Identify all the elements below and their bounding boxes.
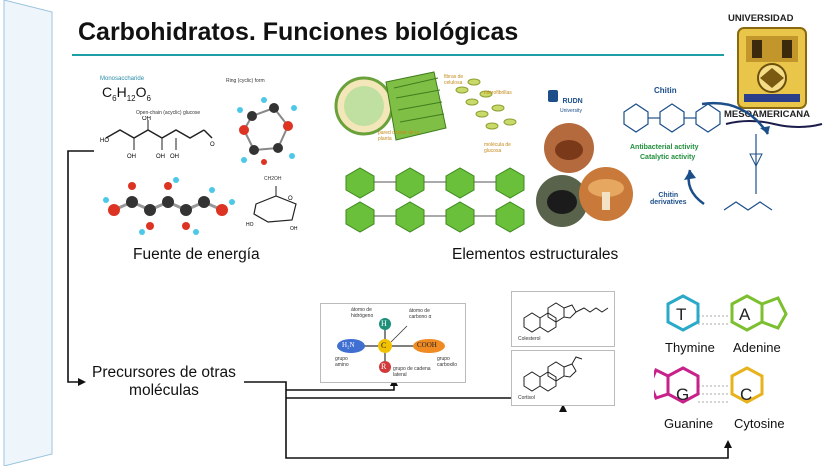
crab-photo — [544, 123, 594, 173]
svg-text:HO: HO — [100, 138, 109, 144]
thymine-letter: T — [676, 305, 687, 324]
cholesterol-structure — [523, 302, 609, 333]
thymine-label: Thymine — [665, 340, 715, 355]
svg-text:O: O — [288, 196, 293, 202]
microfibrils-label: microfibrillas — [484, 90, 512, 96]
guanine-label: Guanine — [664, 416, 714, 431]
formula-h-count: 12 — [126, 93, 136, 103]
svg-text:OH: OH — [156, 154, 165, 160]
title-underline — [72, 54, 724, 56]
formula-h: H — [116, 84, 127, 100]
mushroom-photo — [579, 167, 633, 221]
amino-group-label: grupo amino — [335, 356, 349, 368]
university-ribbon-icon — [725, 120, 823, 128]
rudn-logo: RUDN University — [548, 90, 583, 114]
cortisol-label: Cortisol — [518, 395, 535, 401]
ch2oh-label: CH2OH — [264, 176, 282, 182]
svg-text:OH: OH — [170, 154, 179, 160]
energy-source-label: Fuente de energía — [133, 246, 260, 263]
hydrogen-atom-label: átomo de hidrógeno — [351, 307, 374, 319]
svg-text:OH: OH — [290, 226, 298, 232]
rudn-shield-icon — [548, 90, 558, 102]
carboxyl-group: COOH — [417, 341, 437, 349]
formula-c-count: 6 — [112, 93, 117, 103]
university-logo: UNIVERSIDAD MESOAMERICANA — [724, 10, 828, 128]
side-panel-decoration — [3, 0, 53, 466]
cellulose-fibers-label: fibras de celulosa — [444, 74, 464, 86]
university-seal-icon — [737, 27, 807, 109]
precursors-label-line2: moléculas — [129, 382, 199, 399]
plant-cell-wall-illustration — [334, 71, 517, 141]
beetle-photo — [536, 175, 588, 227]
cortisol-image: Cortisol — [511, 350, 615, 406]
alpha-carbon: C — [381, 341, 387, 350]
nucleobase-shapes — [654, 294, 788, 404]
catalytic-activity-label: Catalytic activity — [640, 154, 696, 161]
chitin-cycle-arrows — [684, 101, 773, 211]
glucose-structures-image: Monosaccharide C6H12O6 Ring (cyclic) for… — [96, 70, 306, 240]
amino-group: H₂N — [342, 341, 355, 349]
chitin-derivatives-label: Chitin derivatives — [650, 192, 687, 206]
glucose-ball-and-stick-model — [103, 177, 235, 235]
cellulose-chain-diagram — [345, 167, 525, 233]
slide-title: Carbohidratos. Funciones biológicas — [78, 18, 519, 46]
rudn-subtitle: University — [560, 108, 582, 114]
glucose-molecule-label: molécula de glucosa — [484, 142, 511, 154]
side-chain-label: grupo de cadena lateral — [393, 366, 431, 378]
chitin-title: Chitin — [654, 86, 677, 95]
chitin-derivatives-line2: derivatives — [650, 199, 687, 206]
adenine-letter: A — [739, 305, 751, 324]
formula-c: C — [102, 84, 113, 100]
guanine-letter: G — [676, 385, 690, 404]
cytosine-label: Cytosine — [734, 416, 785, 431]
haworth-glucose-diagram: O HO OH — [246, 186, 298, 232]
cortisol-structure — [523, 356, 583, 392]
chitin-polymer-diagram — [623, 103, 721, 133]
open-chain-glucose-diagram: HO OH OH OH OH O — [100, 116, 215, 160]
svg-text:OH: OH — [127, 154, 136, 160]
university-name-bottom: MESOAMERICANA — [724, 109, 811, 120]
ring-form-label: Ring (cyclic) form — [226, 78, 265, 84]
precursors-label-line1: Precursores de otras — [92, 364, 236, 381]
svg-text:HO: HO — [246, 222, 254, 228]
svg-text:O: O — [210, 142, 215, 148]
glucose-formula: C6H12O6 — [102, 84, 151, 103]
ring-glucose-ball-model — [237, 97, 297, 165]
adenine-label: Adenine — [733, 340, 781, 355]
cholesterol-image: Colesterol — [511, 291, 615, 347]
chitin-derivatives-line1: Chitin — [658, 192, 679, 199]
antibacterial-activity-label: Antibacterial activity — [630, 144, 699, 151]
chitin-image: RUDN University Chitin Antibacterial act… — [534, 80, 778, 242]
cholesterol-label: Colesterol — [518, 336, 541, 342]
cell-wall-label: pared celular de la planta — [378, 130, 420, 142]
formula-o: O — [135, 84, 147, 100]
carboxyl-group-label: grupo carboxilo — [437, 356, 458, 368]
cellulose-structure-image: fibras de celulosa microfibrillas pared … — [334, 68, 534, 240]
cytosine-letter: C — [740, 385, 753, 404]
amino-acid-bonds — [337, 318, 445, 373]
formula-o-count: 6 — [146, 93, 151, 103]
university-name-top: UNIVERSIDAD — [728, 13, 794, 24]
svg-text:OH: OH — [142, 116, 151, 122]
r-group: R — [381, 362, 387, 371]
precursors-label: Precursores de otras moléculas — [92, 364, 236, 400]
rudn-name: RUDN — [562, 98, 583, 105]
amino-acid-image: átomo de hidrógeno átomo de carbono α H … — [320, 303, 466, 383]
open-chain-label: Open-chain (acyclic) glucose — [136, 110, 201, 116]
monosaccharide-label: Monosaccharide — [100, 76, 145, 82]
hydrogen-atom: H — [381, 319, 387, 328]
alpha-carbon-label: átomo de carbono α — [409, 308, 432, 320]
structural-elements-label: Elementos estructurales — [452, 246, 619, 263]
